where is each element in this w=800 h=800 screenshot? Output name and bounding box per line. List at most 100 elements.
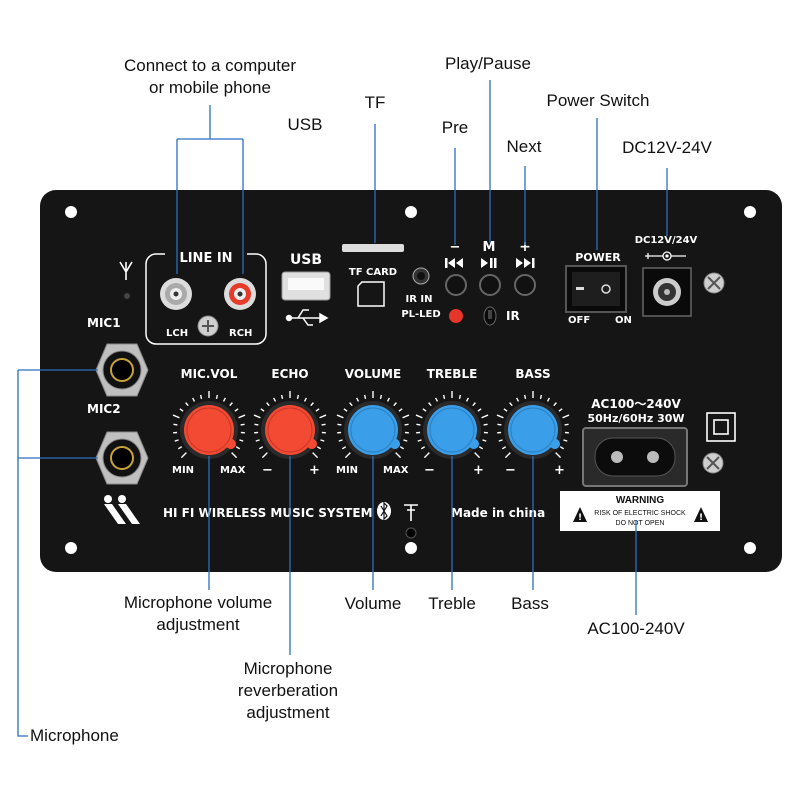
- knob-tick: [435, 397, 439, 402]
- volume-knob[interactable]: [336, 391, 410, 459]
- pl-led: [449, 309, 463, 323]
- knob-tick: [553, 402, 557, 407]
- callout-tf: TF: [364, 93, 386, 112]
- ir-receiver: [412, 267, 430, 285]
- rch-jack[interactable]: [224, 278, 256, 310]
- knob-tick: [386, 397, 390, 402]
- knob-tick: [185, 402, 189, 407]
- mic-vol-min-label: MIN: [172, 465, 194, 476]
- callout-volume: Volume: [344, 594, 402, 613]
- knob-tick: [254, 423, 259, 426]
- knob-tick: [173, 423, 178, 426]
- screw-icon: [702, 452, 724, 474]
- mic1-jack[interactable]: [95, 343, 149, 397]
- warning-label: [560, 491, 720, 531]
- prev-icon: [445, 258, 463, 268]
- callout-mic-reverb-line2: reverberation: [237, 681, 339, 700]
- brand-logo: [104, 495, 140, 524]
- screw-icon: [197, 315, 219, 337]
- warning-title: WARNING: [616, 495, 665, 506]
- callout-mic-volume-line1: Microphone volume: [123, 593, 273, 612]
- knob-tick: [240, 423, 245, 426]
- knob-tick: [497, 423, 502, 426]
- callout-ac: AC100-240V: [587, 619, 685, 638]
- callout-mic-reverb: Microphone reverberation adjustment: [213, 658, 363, 724]
- tf-card-label: TF CARD: [349, 267, 397, 278]
- knob-tick: [503, 408, 508, 412]
- mic-volume-knob[interactable]: [172, 391, 246, 459]
- ac-inlet[interactable]: [582, 427, 688, 487]
- callout-bass: Bass: [511, 594, 549, 613]
- callout-connect-line2: or mobile phone: [149, 78, 271, 97]
- knob-tick: [483, 423, 488, 426]
- screw-icon: [703, 272, 725, 294]
- tf-card-icon: [357, 281, 385, 307]
- knob-tick: [477, 408, 482, 412]
- warning-icon: !: [573, 507, 587, 523]
- knob-tick: [316, 446, 322, 450]
- knob-tick: [319, 414, 327, 419]
- knob-tick: [420, 446, 426, 450]
- knob-tick: [222, 397, 226, 402]
- dc-panel-label: DC12V/24V: [635, 235, 698, 246]
- bass-minus-label: −: [505, 463, 516, 478]
- knob-tick: [336, 414, 344, 419]
- knob-tick: [349, 402, 353, 407]
- knob-tick: [416, 423, 421, 426]
- mount-hole: [65, 542, 77, 554]
- knob-tick: [199, 394, 203, 400]
- lch-jack[interactable]: [160, 278, 192, 310]
- knob-tick: [442, 394, 446, 400]
- tf-card-slot[interactable]: [342, 244, 404, 252]
- echo-knob[interactable]: [253, 391, 327, 459]
- knob-tick: [343, 408, 348, 412]
- knob-tick: [498, 439, 503, 442]
- dc-jack[interactable]: [642, 267, 692, 317]
- knob-tick: [399, 446, 405, 450]
- next-button[interactable]: [514, 274, 536, 296]
- mount-hole: [405, 542, 417, 554]
- knob-tick: [338, 439, 343, 442]
- usb-port[interactable]: [281, 271, 331, 301]
- knob-tick: [258, 446, 264, 450]
- power-label: POWER: [575, 251, 621, 264]
- bass-plus-label: +: [554, 463, 565, 478]
- knob-tick: [546, 397, 550, 402]
- line-in-label: LINE IN: [179, 251, 232, 266]
- svg-text:!: !: [699, 513, 703, 523]
- callout-power-switch: Power Switch: [546, 91, 650, 110]
- play-pause-button[interactable]: [479, 274, 501, 296]
- knob-tick: [509, 402, 513, 407]
- callout-microphone: Microphone: [30, 726, 119, 745]
- mount-hole: [744, 206, 756, 218]
- pre-button[interactable]: [445, 274, 467, 296]
- callout-usb: USB: [287, 115, 323, 134]
- echo-plus-label: +: [309, 463, 320, 478]
- knob-tick: [341, 446, 347, 450]
- knob-label-volume: VOLUME: [345, 367, 401, 381]
- mic-vol-max-label: MAX: [220, 465, 246, 476]
- knob-tick: [559, 446, 565, 450]
- knob-tick: [415, 414, 423, 419]
- footer-hole: [405, 527, 417, 539]
- bass-knob[interactable]: [496, 391, 570, 459]
- treble-knob[interactable]: [415, 391, 489, 459]
- knob-label-echo: ECHO: [271, 367, 308, 381]
- knob-tick: [179, 408, 184, 412]
- knob-tick: [539, 394, 543, 400]
- knob-tick: [192, 397, 196, 402]
- knob-tick: [280, 394, 284, 400]
- power-switch[interactable]: [565, 265, 627, 313]
- mic2-jack[interactable]: [95, 431, 149, 485]
- ac-panel-label-1: AC100～240V: [591, 397, 681, 411]
- mic1-label: MIC1: [87, 316, 121, 330]
- callout-treble: Treble: [428, 594, 476, 613]
- knob-tick: [180, 452, 187, 459]
- callout-connect-line1: Connect to a computer: [124, 56, 296, 75]
- next-plus-label: +: [519, 239, 531, 255]
- knob-tick: [231, 452, 238, 459]
- knob-tick: [260, 408, 265, 412]
- play-pause-icon: [481, 258, 497, 268]
- knob-tick: [404, 423, 409, 426]
- ir-label: IR: [506, 309, 520, 323]
